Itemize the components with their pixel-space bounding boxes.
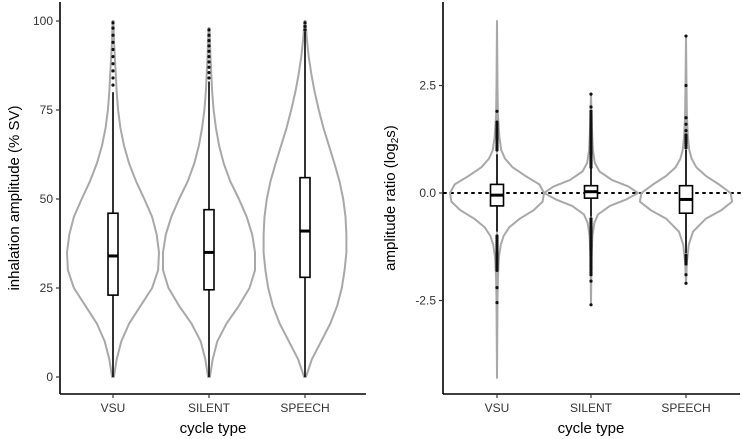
left-y-tick-label: 25 bbox=[40, 281, 54, 295]
left-silent-outlier-point bbox=[207, 60, 211, 64]
left-speech-violin bbox=[262, 20, 348, 378]
right-y-axis-title-main: amplitude ratio (log bbox=[382, 143, 399, 271]
right-speech-outlier-point bbox=[684, 262, 688, 266]
right-plot-area bbox=[443, 20, 741, 379]
right-x-tick-label: SPEECH bbox=[661, 401, 710, 415]
left-silent-outlier-point bbox=[207, 76, 211, 80]
left-vsu-outlier-point bbox=[111, 83, 115, 87]
left-y-tick-label: 75 bbox=[40, 103, 54, 117]
right-speech-group bbox=[638, 34, 734, 285]
left-vsu-outlier-point bbox=[111, 40, 115, 44]
right-y-axis-title: amplitude ratio (log2s) bbox=[382, 125, 401, 271]
left-vsu-outlier-point bbox=[111, 26, 115, 30]
left-x-tick-label: SILENT bbox=[188, 401, 231, 415]
right-speech-outlier-point bbox=[684, 273, 688, 277]
right-vsu-outlier-point bbox=[495, 286, 499, 290]
left-y-axis-title: inhalation amplitude (% SV) bbox=[6, 105, 23, 290]
left-silent-violin bbox=[162, 27, 256, 378]
right-y-axis-title-suffix: s) bbox=[382, 125, 399, 138]
left-x-ticks: VSU SILENT SPEECH bbox=[101, 394, 330, 415]
left-panel: 0 25 50 75 100 VSU SILENT SPEECH cycle type in… bbox=[6, 2, 366, 437]
left-x-axis-title: cycle type bbox=[180, 420, 247, 437]
right-y-ticks: -2.5 0.0 2.5 bbox=[415, 79, 443, 308]
right-silent-group bbox=[543, 92, 639, 307]
right-silent-outlier-point bbox=[589, 303, 593, 307]
left-vsu-violin bbox=[66, 20, 160, 378]
left-speech-outlier-point bbox=[303, 28, 307, 32]
right-x-tick-label: SILENT bbox=[570, 401, 613, 415]
left-plot-area bbox=[66, 20, 348, 378]
left-silent-outlier-point bbox=[207, 49, 211, 53]
left-vsu-outlier-point bbox=[111, 62, 115, 66]
right-speech-outlier-point bbox=[684, 133, 688, 137]
right-x-ticks: VSU SILENT SPEECH bbox=[485, 394, 711, 415]
left-vsu-outlier-point bbox=[111, 76, 115, 80]
left-vsu-outlier-point bbox=[111, 55, 115, 59]
right-silent-outlier-point bbox=[589, 109, 593, 113]
left-speech-iqr-box bbox=[299, 176, 311, 279]
right-silent-outlier-point bbox=[589, 273, 593, 277]
left-speech-outlier-point bbox=[303, 24, 307, 28]
right-silent-outlier-point bbox=[589, 92, 593, 96]
right-speech-outlier-point bbox=[684, 116, 688, 120]
left-vsu-outlier-point bbox=[111, 33, 115, 37]
right-silent-outlier-point bbox=[589, 279, 593, 283]
left-vsu-group bbox=[66, 20, 160, 378]
left-silent-outlier-point bbox=[207, 33, 211, 37]
right-speech-outlier-point bbox=[684, 122, 688, 126]
right-y-tick-label: -2.5 bbox=[415, 294, 436, 308]
left-y-tick-label: 100 bbox=[33, 14, 53, 28]
left-x-tick-label: SPEECH bbox=[280, 401, 329, 415]
right-vsu-outlier-point bbox=[495, 268, 499, 272]
left-silent-iqr-box bbox=[203, 208, 215, 291]
right-vsu-outlier-point bbox=[495, 120, 499, 124]
right-y-tick-label: 0.0 bbox=[419, 186, 436, 200]
right-x-tick-label: VSU bbox=[485, 401, 510, 415]
right-vsu-outlier-point bbox=[495, 301, 499, 305]
right-x-axis-title: cycle type bbox=[558, 420, 625, 437]
right-vsu-outlier-point bbox=[495, 109, 499, 113]
right-y-axis-title-subscript: 2 bbox=[390, 137, 401, 143]
left-silent-outlier-point bbox=[207, 65, 211, 69]
left-y-ticks: 0 25 50 75 100 bbox=[33, 14, 60, 384]
right-vsu-group bbox=[449, 20, 545, 379]
left-y-tick-label: 50 bbox=[40, 192, 54, 206]
right-speech-outlier-point bbox=[684, 129, 688, 133]
right-speech-outlier-point bbox=[684, 281, 688, 285]
left-vsu-iqr-box bbox=[107, 212, 119, 296]
left-silent-outlier-point bbox=[207, 44, 211, 48]
left-silent-outlier-point bbox=[207, 28, 211, 32]
left-y-tick-label: 0 bbox=[46, 370, 53, 384]
left-silent-outlier-point bbox=[207, 38, 211, 43]
left-speech-group bbox=[262, 20, 348, 378]
left-vsu-outlier-point bbox=[111, 69, 115, 73]
right-y-tick-label: 2.5 bbox=[419, 79, 436, 93]
left-vsu-outlier-point bbox=[111, 47, 115, 52]
left-speech-outlier-point bbox=[303, 21, 307, 25]
right-speech-outlier-point bbox=[684, 34, 688, 38]
left-x-tick-label: VSU bbox=[101, 401, 126, 415]
right-speech-outlier-point bbox=[684, 83, 688, 88]
right-panel: -2.5 0.0 2.5 VSU SILENT SPEECH cycle type am… bbox=[382, 2, 741, 437]
left-vsu-outlier-point bbox=[111, 21, 115, 25]
left-silent-outlier-point bbox=[207, 71, 211, 75]
left-silent-group bbox=[162, 27, 256, 378]
left-silent-outlier-point bbox=[207, 55, 211, 59]
right-silent-outlier-point bbox=[589, 105, 593, 109]
